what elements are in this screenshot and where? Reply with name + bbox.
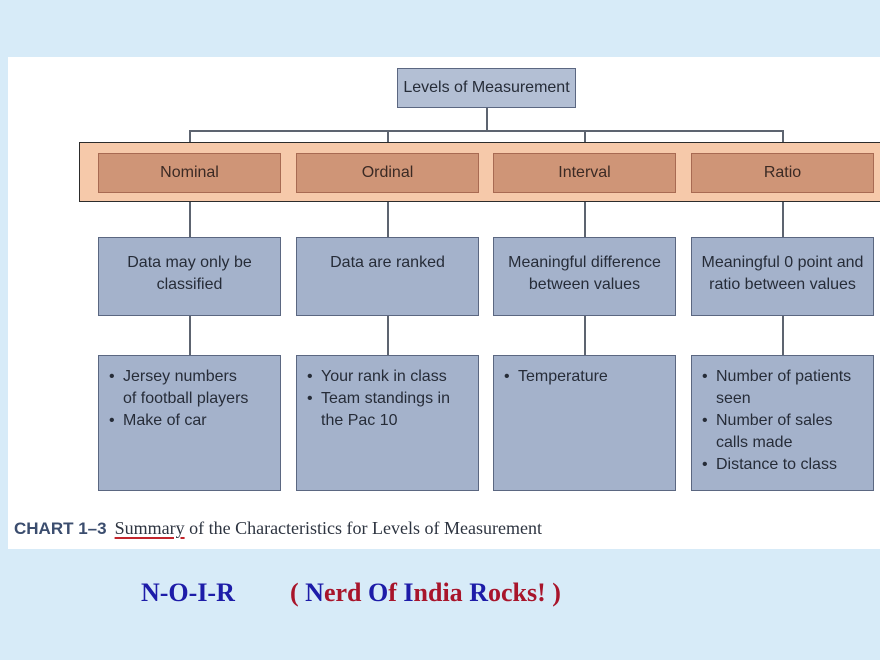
level-ratio: Ratio [691,153,874,193]
examples-list: Jersey numbers of football players Make … [109,366,274,432]
connector-col2-top [387,130,389,153]
connector-col3-top [584,130,586,153]
root-node-label: Levels of Measurement [403,79,570,96]
example-item: Jersey numbers of football players [109,366,274,410]
word-initial: I [403,578,414,607]
connector-col2-low [387,316,389,355]
root-node: Levels of Measurement [397,68,576,108]
connector-col1-mid [189,193,191,237]
level-ordinal: Ordinal [296,153,479,193]
examples-ratio: Number of patients seen Number of sales … [691,355,874,491]
connector-col1-top [189,130,191,153]
connector-horizontal [189,130,782,132]
description-nominal-text: Data may only be classified [127,254,252,293]
description-ratio: Meaningful 0 point and ratio between val… [691,237,874,316]
description-ordinal-text: Data are ranked [330,254,445,271]
example-item: Make of car [109,410,274,432]
caption-text: of the Characteristics for Levels of Mea… [184,518,542,538]
level-nominal: Nominal [98,153,281,193]
example-item: Temperature [504,366,669,388]
connector-col4-mid [782,193,784,237]
examples-list: Temperature [504,366,669,388]
mnemonic-footer: N-O-I-R ( Nerd Of India Rocks! ) [0,578,880,612]
description-interval-text: Meaningful difference between values [508,254,661,293]
word-rest: ndia [413,578,470,607]
word-rest: f [388,578,404,607]
examples-list: Your rank in class Team standings in the… [307,366,472,432]
example-item: Number of patients seen [702,366,867,410]
level-nominal-label: Nominal [160,164,219,181]
phrase-open: ( [290,578,306,607]
chart-caption: CHART 1–3 Summary of the Characteristics … [14,518,542,539]
connector-col3-mid [584,193,586,237]
level-ordinal-label: Ordinal [361,164,414,181]
word-initial: N [305,578,324,607]
example-item: Number of sales calls made [702,410,867,454]
mnemonic-phrase: ( Nerd Of India Rocks! ) [290,578,561,608]
chart-panel: Levels of Measurement Nominal Ordinal In… [8,57,880,549]
phrase-close: ) [552,578,561,607]
connector-root-down [486,108,488,131]
connector-col4-low [782,316,784,355]
word-rest: ocks! [487,578,553,607]
examples-interval: Temperature [493,355,676,491]
level-ratio-label: Ratio [763,164,802,181]
caption-number: CHART 1–3 [14,519,107,538]
example-item: Your rank in class [307,366,472,388]
connector-col2-mid [387,193,389,237]
level-interval: Interval [493,153,676,193]
description-nominal: Data may only be classified [98,237,281,316]
example-item: Distance to class [702,454,867,476]
connector-col1-low [189,316,191,355]
caption-underlined-word: Summary [114,518,185,538]
connector-col3-low [584,316,586,355]
word-rest: erd [323,578,368,607]
connector-col4-top [782,130,784,153]
description-interval: Meaningful difference between values [493,237,676,316]
description-ratio-text: Meaningful 0 point and ratio between val… [701,254,864,293]
examples-nominal: Jersey numbers of football players Make … [98,355,281,491]
description-ordinal: Data are ranked [296,237,479,316]
level-interval-label: Interval [558,164,611,181]
word-initial: R [469,578,488,607]
acronym-text: N-O-I-R [141,578,235,607]
examples-list: Number of patients seen Number of sales … [702,366,867,476]
word-initial: O [368,578,389,607]
example-item: Team standings in the Pac 10 [307,388,472,432]
examples-ordinal: Your rank in class Team standings in the… [296,355,479,491]
